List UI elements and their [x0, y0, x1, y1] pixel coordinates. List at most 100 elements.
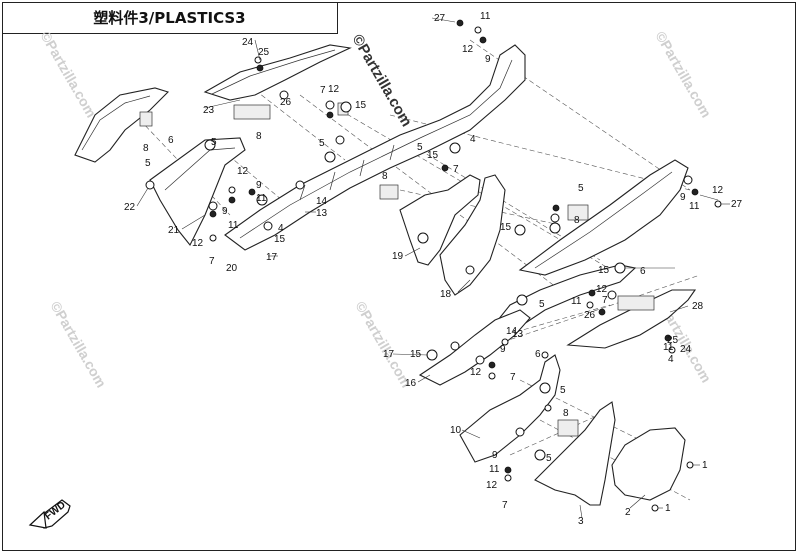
callout-11: 11	[489, 464, 500, 475]
part-22-front-side-panel	[74, 87, 170, 163]
callout-26: 26	[584, 310, 596, 321]
hardware-items	[145, 19, 722, 512]
callout-4: 4	[278, 223, 284, 234]
callout-26: 26	[280, 97, 292, 108]
callout-14: 14	[506, 326, 518, 337]
callout-9: 9	[492, 450, 498, 461]
callout-8: 8	[143, 143, 149, 154]
callout-11: 11	[571, 296, 582, 307]
callout-27: 27	[731, 199, 743, 210]
callout-27: 27	[434, 13, 446, 24]
callout-14: 14	[316, 196, 328, 207]
callout-2: 2	[625, 507, 631, 518]
callout-12: 12	[192, 238, 204, 249]
part-2-cover	[611, 427, 686, 501]
part-10-footwell	[459, 354, 579, 463]
callout-12: 12	[486, 480, 498, 491]
part-28-side-panel	[566, 289, 697, 349]
part-18-panel	[439, 174, 506, 296]
callout-15: 15	[427, 150, 439, 161]
callout-5: 5	[578, 183, 584, 194]
callout-9: 9	[500, 344, 506, 355]
callout-4: 4	[668, 354, 674, 365]
callout-7: 7	[502, 500, 508, 511]
title-box: 塑料件3/PLASTICS3	[2, 2, 338, 34]
callout-25: 25	[258, 47, 270, 58]
callout-11: 11	[480, 11, 491, 22]
callout-6: 6	[640, 266, 646, 277]
callout-7: 7	[320, 85, 326, 96]
callout-10: 10	[450, 425, 462, 436]
part-16-lower-panel	[418, 309, 531, 386]
callout-25: 25	[667, 335, 679, 346]
callout-12: 12	[462, 44, 474, 55]
callout-13: 13	[512, 329, 524, 340]
callout-21: 21	[168, 225, 180, 236]
callout-13: 13	[316, 208, 328, 219]
callout-7: 7	[510, 372, 516, 383]
watermark-center: ©Partzilla.com	[349, 32, 416, 130]
callout-17: 17	[266, 252, 278, 263]
callout-9: 9	[256, 180, 262, 191]
callout-19: 19	[392, 251, 404, 262]
callout-18: 18	[440, 289, 452, 300]
callout-5: 5	[417, 142, 423, 153]
callout-15: 15	[274, 234, 286, 245]
callout-5: 5	[546, 453, 552, 464]
callout-8: 8	[382, 171, 388, 182]
part-3-fender	[534, 401, 616, 506]
callout-11: 11	[228, 220, 239, 231]
callout-16: 16	[405, 378, 417, 389]
callout-9: 9	[222, 206, 228, 217]
part-19-side-cover	[399, 174, 481, 266]
callout-1: 1	[702, 460, 708, 471]
callout-5: 5	[145, 158, 151, 169]
watermark: ©Partzilla.com	[47, 299, 109, 391]
callout-22: 22	[124, 202, 136, 213]
callout-12: 12	[328, 84, 340, 95]
diagram-title: 塑料件3/PLASTICS3	[93, 9, 246, 27]
callout-12: 12	[470, 367, 482, 378]
callout-6: 6	[168, 135, 174, 146]
callout-12: 12	[237, 166, 249, 177]
watermark: ©Partzilla.com	[652, 29, 714, 121]
callout-5: 5	[319, 138, 325, 149]
callout-7: 7	[453, 164, 459, 175]
callout-5: 5	[211, 137, 217, 148]
callout-12: 12	[596, 284, 608, 295]
callout-3: 3	[578, 516, 584, 527]
callout-6: 6	[535, 349, 541, 360]
callout-4: 4	[470, 134, 476, 145]
callout-9: 9	[485, 54, 491, 65]
leader-lines	[136, 17, 730, 519]
callout-9: 9	[680, 192, 686, 203]
callout-7: 7	[602, 295, 608, 306]
callout-20: 20	[226, 263, 238, 274]
callout-24: 24	[680, 344, 692, 355]
callout-15: 15	[500, 222, 512, 233]
watermark: ©Partzilla.com	[37, 29, 99, 121]
fwd-arrow-icon: FWD	[28, 499, 71, 529]
callout-8: 8	[563, 408, 569, 419]
callout-15: 15	[598, 265, 610, 276]
part-right-upper-panel	[518, 159, 689, 276]
callout-8: 8	[256, 131, 262, 142]
callout-numbers: 1 1 2 3 4 4 4 5 5 5 5 5 5 5 5 6 6 6 7 7 …	[124, 11, 743, 527]
callout-23: 23	[203, 105, 215, 116]
callout-5: 5	[539, 299, 545, 310]
callout-1: 1	[665, 503, 671, 514]
callout-17: 17	[383, 349, 395, 360]
callout-5: 5	[560, 385, 566, 396]
callout-8: 8	[574, 215, 580, 226]
callout-28: 28	[692, 301, 704, 312]
part-23-top-panel	[203, 44, 352, 120]
callout-24: 24	[242, 37, 254, 48]
callout-11: 11	[256, 193, 267, 204]
callout-12: 12	[712, 185, 724, 196]
callout-11: 11	[689, 201, 700, 212]
watermark: ©Partzilla.com	[352, 299, 414, 391]
callout-11: 11	[663, 342, 674, 353]
callout-15: 15	[410, 349, 422, 360]
callout-15: 15	[355, 100, 367, 111]
